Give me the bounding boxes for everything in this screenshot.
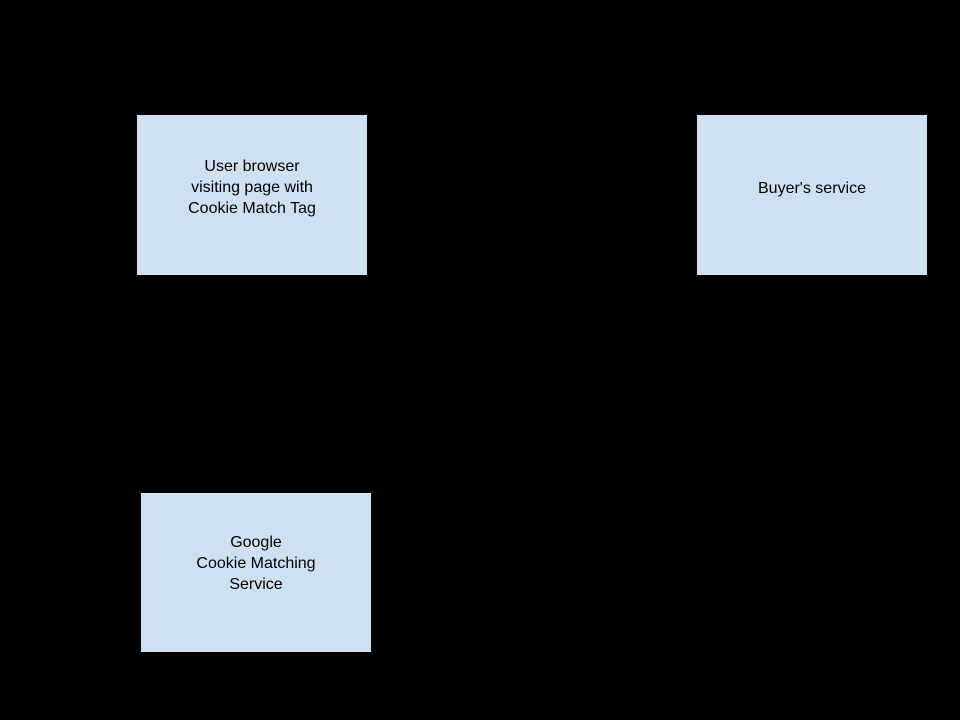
- node-google-cookie-matching-service-label: Google Cookie Matching Service: [196, 534, 316, 593]
- node-buyers-service[interactable]: Buyer's service: [696, 114, 928, 276]
- node-google-cookie-matching-service[interactable]: Google Cookie Matching Service: [140, 492, 372, 653]
- node-buyers-service-label: Buyer's service: [758, 179, 866, 197]
- node-user-browser-label: User browser visiting page with Cookie M…: [188, 157, 316, 217]
- node-user-browser[interactable]: User browser visiting page with Cookie M…: [136, 114, 368, 276]
